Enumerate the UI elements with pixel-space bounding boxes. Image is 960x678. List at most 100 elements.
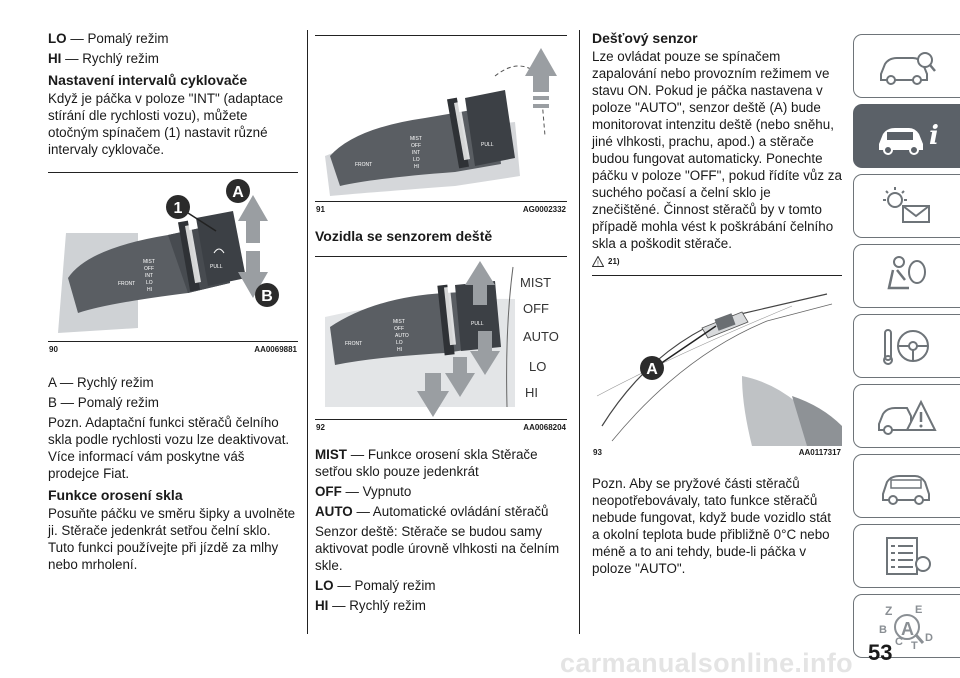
mist-definition: MIST — Funkce orosení skla Stěrače setřo…	[315, 447, 538, 479]
index-letter-e: E	[915, 604, 922, 616]
stalk-mist-text: MIST	[393, 319, 405, 325]
figure-90: FRONT MIST OFF INT LO HI PULL 1 A B	[48, 172, 298, 342]
info-letter: i	[929, 121, 939, 151]
auto-definition: AUTO — Automatické ovládání stěračů	[315, 504, 549, 519]
column-1: LO — Pomalý režim HI — Rychlý režim Nast…	[48, 30, 298, 573]
stalk-hi-text: HI	[414, 164, 419, 170]
stalk-auto-text: AUTO	[395, 333, 409, 339]
car-search-icon	[880, 52, 936, 85]
lo-definition: LO — Pomalý režim	[315, 578, 436, 593]
steering-wrench-icon	[883, 329, 929, 365]
off-definition: OFF — Vypnuto	[315, 484, 412, 499]
lo-definition: LO — Pomalý režim	[48, 31, 169, 46]
column-divider	[579, 30, 580, 634]
hi-definition: HI — Rychlý režim	[48, 51, 159, 66]
figure-number: 92	[316, 423, 325, 432]
car-side-icon	[882, 475, 930, 505]
warning-reference: ! 21)	[592, 256, 842, 267]
stalk-off-text: OFF	[411, 143, 421, 149]
column-2: FRONT MIST OFF INT LO HI PULL 91 AG00023…	[315, 30, 567, 617]
interval-paragraph: Když je páčka v poloze "INT" (adaptace s…	[48, 91, 284, 157]
index-letter-z: Z	[885, 604, 892, 618]
mist-heading: Funkce orosení skla	[48, 487, 183, 503]
tab-warning-lights[interactable]	[853, 174, 960, 238]
wiper-stalk-illustration-90: FRONT MIST OFF INT LO HI PULL 1 A B	[58, 179, 279, 333]
wiper-stalk-illustration-92: FRONT MIST OFF AUTO LO HI PULL MIST OFF …	[325, 261, 559, 417]
figure-93-caption: 93 AA0117317	[592, 445, 842, 457]
stalk-mist-text: MIST	[410, 136, 422, 142]
rain-sensor-paragraph: Lze ovládat pouze se spínačem zapalování…	[592, 49, 842, 251]
stalk-off-text: OFF	[144, 266, 154, 272]
tab-steering-wrench[interactable]	[853, 314, 960, 378]
stalk-front-text: FRONT	[118, 281, 135, 287]
stalk-front-text: FRONT	[345, 341, 362, 347]
figure-92: FRONT MIST OFF AUTO LO HI PULL MIST OFF …	[315, 256, 567, 420]
wiper-stalk-illustration-91: FRONT MIST OFF INT LO HI PULL	[325, 48, 557, 196]
tab-car-hazard[interactable]	[853, 384, 960, 448]
stalk-hi-text: HI	[147, 287, 152, 293]
watermark: carmanualsonline.info	[560, 648, 853, 678]
figure-number: 93	[593, 448, 602, 457]
warning-triangle-icon: !	[592, 256, 604, 267]
car-info-icon: i	[879, 121, 939, 155]
tab-car-info[interactable]: i	[853, 104, 960, 168]
svg-text:!: !	[597, 261, 599, 268]
figure-93: A	[592, 275, 842, 446]
position-label-lo: LO	[529, 359, 546, 374]
reference-number: 21)	[608, 257, 620, 266]
label-a: A	[232, 184, 244, 201]
stalk-pull-text: PULL	[210, 264, 223, 270]
index-letter-t: T	[911, 640, 918, 651]
airbag-seat-icon	[887, 256, 926, 290]
index-letter-a: A	[901, 619, 914, 639]
stalk-lo-text: LO	[146, 280, 153, 286]
interval-heading: Nastavení intervalů cyklovače	[48, 72, 248, 88]
figure-number: 91	[316, 205, 325, 214]
stalk-lo-text: LO	[413, 157, 420, 163]
windshield-sensor-illustration: A	[592, 293, 842, 446]
figure-number: 90	[49, 345, 58, 354]
hi-definition: HI — Rychlý režim	[315, 598, 426, 613]
stalk-mist-text: MIST	[143, 259, 155, 265]
index-letter-d: D	[925, 632, 933, 644]
tab-car-search[interactable]	[853, 34, 960, 98]
label-a: A	[646, 361, 658, 378]
specs-list-icon	[886, 537, 931, 575]
position-label-auto: AUTO	[523, 329, 559, 344]
figure-90-caption: 90 AA0069881	[48, 342, 298, 354]
rain-sensor-heading: Dešťový senzor	[592, 30, 698, 46]
mist-paragraph: Posuňte páčku ve směru šipky a uvolněte …	[48, 506, 296, 572]
car-hazard-icon	[878, 399, 937, 435]
stalk-hi-text: HI	[397, 347, 402, 353]
stalk-pull-text: PULL	[471, 321, 484, 327]
stalk-off-text: OFF	[394, 326, 404, 332]
figure-code: AA0117317	[798, 448, 841, 457]
stalk-front-text: FRONT	[355, 162, 372, 168]
stalk-int-text: INT	[412, 150, 420, 156]
figure-91: FRONT MIST OFF INT LO HI PULL	[315, 35, 567, 202]
position-label-hi: HI	[525, 385, 538, 400]
tab-specs-list[interactable]	[853, 524, 960, 588]
stalk-pull-text: PULL	[481, 142, 494, 148]
position-label-off: OFF	[523, 301, 549, 316]
tab-car-side[interactable]	[853, 454, 960, 518]
position-label-mist: MIST	[520, 275, 551, 290]
index-letter-c: C	[895, 636, 903, 648]
label-1: 1	[174, 200, 183, 217]
tab-airbag-seat[interactable]	[853, 244, 960, 308]
column-3: Dešťový senzor Lze ovládat pouze se spín…	[592, 30, 842, 577]
alphabet-index-icon: Z E B C A T D	[879, 604, 933, 651]
rubber-parts-note: Pozn. Aby se pryžové části stěračů neopo…	[592, 476, 831, 576]
rain-sensor-vehicles-heading: Vozidla se senzorem deště	[315, 228, 493, 244]
b-definition: B — Pomalý režim	[48, 395, 159, 410]
a-definition: A — Rychlý režim	[48, 375, 154, 390]
index-letter-b: B	[879, 624, 887, 636]
stalk-int-text: INT	[145, 273, 153, 279]
column-divider	[307, 30, 308, 634]
label-b: B	[261, 288, 273, 305]
figure-code: AA0069881	[254, 345, 297, 354]
page-number: 53	[868, 640, 893, 665]
figure-code: AA0068204	[523, 423, 566, 432]
tab-alphabet-index[interactable]: Z E B C A T D	[853, 594, 960, 658]
figure-code: AG0002332	[522, 205, 566, 214]
